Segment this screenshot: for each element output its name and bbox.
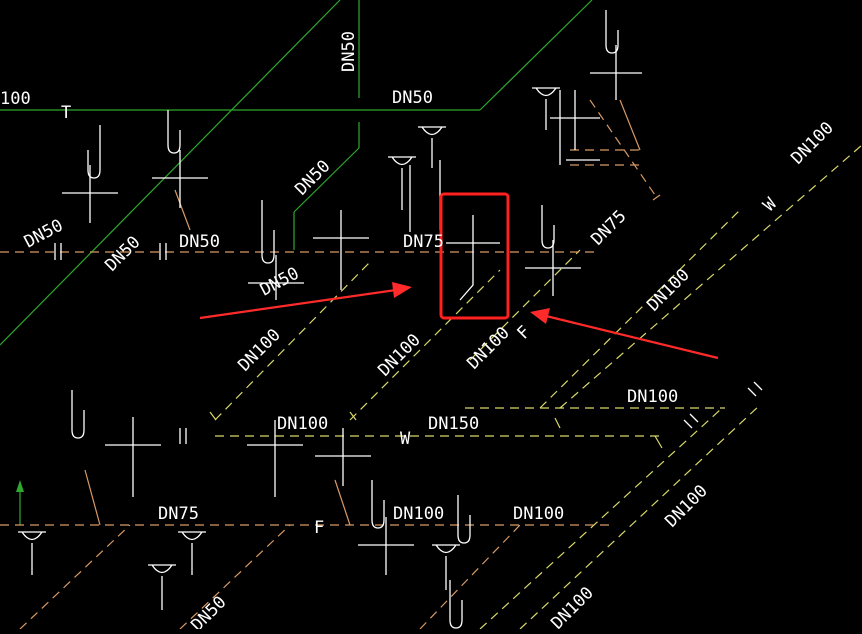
label-dn100-edge: 100 (0, 89, 31, 109)
arrow-left-head (392, 282, 412, 298)
trap-9 (449, 580, 463, 629)
drain-1 (418, 126, 446, 168)
yellow-diag-1 (214, 261, 371, 421)
pipe-markers (209, 194, 663, 449)
drain-5 (178, 531, 206, 575)
trap-5 (605, 10, 619, 54)
label-w-lower: W (400, 429, 411, 449)
trap-6 (71, 390, 85, 439)
label-dn50-center: DN50 (179, 232, 220, 252)
arrow-right-shaft (545, 314, 719, 360)
label-dn50-vertical: DN50 (339, 31, 359, 72)
trap-3 (261, 200, 275, 264)
yellow-pipes (214, 144, 862, 630)
label-dn100-diag-mid: DN100 (374, 330, 424, 380)
cleanout-5 (747, 381, 763, 397)
green-diagonal-top-right (479, 0, 593, 111)
label-dn150: DN150 (428, 414, 479, 434)
trap-7 (371, 480, 385, 529)
label-dn100-lower-left: DN100 (277, 414, 328, 434)
label-dn100-bottom-edge: DN100 (547, 583, 597, 629)
cleanout-2 (54, 243, 62, 260)
yellow-diag-3 (469, 249, 581, 361)
cross-fixture-1 (62, 165, 118, 223)
annotations (199, 192, 719, 360)
orange-pipes (0, 99, 656, 630)
label-dn75-center: DN75 (403, 232, 444, 252)
cross-fixture-4 (248, 255, 304, 300)
green-pipes (0, 0, 593, 525)
highlight-box (439, 192, 510, 320)
cross-fixture-10 (315, 428, 371, 486)
green-diagonal-long (0, 0, 341, 346)
drain-7 (432, 544, 460, 590)
green-arrow-icon (16, 480, 24, 492)
label-dn100-bottom-right: DN100 (513, 504, 564, 524)
cross-fixture-3 (313, 210, 369, 290)
cross-fixture-highlighted (446, 215, 500, 301)
label-dn50-left: DN50 (21, 216, 67, 253)
label-dn75-bottom: DN75 (158, 504, 199, 524)
arrow-left-shaft (199, 288, 397, 320)
drain-6 (148, 564, 176, 610)
label-dn100-diag-bottom-right: DN100 (661, 481, 711, 531)
marker-2 (209, 411, 663, 449)
yellow-diag-long (559, 144, 862, 409)
cleanout-4 (683, 413, 699, 429)
orange-diag-top-right (589, 99, 656, 196)
label-dn50-top: DN50 (392, 88, 433, 108)
trap-8 (457, 495, 471, 544)
yellow-diag-lower (479, 409, 721, 630)
label-dn100-branch: DN100 (627, 387, 678, 407)
label-dn50-bottom-edge: DN50 (187, 592, 230, 629)
drain-3 (532, 87, 560, 130)
orange-diag-mid (179, 524, 291, 630)
label-dn100-diag-right: DN100 (643, 265, 693, 315)
orange-slant-4 (334, 479, 351, 526)
cross-fixture-8 (105, 417, 161, 497)
label-dn50-fixture: DN50 (257, 264, 303, 301)
orange-diag-left (19, 524, 131, 630)
pipe-labels: 100 DN50 DN50 T DN50 DN50 DN50 DN50 DN50… (0, 31, 838, 634)
cross-fixture-2 (152, 150, 208, 208)
white-fixtures (18, 10, 763, 629)
label-w-top-right: W (759, 194, 781, 216)
trap-4 (541, 205, 555, 249)
cross-fixture-5 (525, 240, 581, 296)
label-dn50-lower-left: DN50 (101, 232, 144, 275)
label-tee-t: T (61, 103, 71, 123)
yellow-diag-2 (349, 269, 501, 421)
drain-4 (18, 531, 46, 575)
label-f-marker: F (513, 322, 534, 343)
orange-diag-right (419, 524, 521, 630)
arrow-right-head (530, 308, 550, 324)
drain-2 (388, 156, 416, 210)
label-dn100-diag-box: DN100 (463, 323, 513, 373)
cross-fixture-9 (247, 420, 303, 497)
label-dn100-bottom-mid: DN100 (393, 504, 444, 524)
cross-fixture-7 (590, 45, 642, 100)
label-dn100-diag-left: DN100 (234, 325, 284, 375)
cross-fixture-11 (358, 517, 414, 575)
cleanout-3 (179, 428, 187, 444)
trap-1 (87, 125, 101, 179)
cross-fixture-6 (550, 90, 600, 150)
green-branch (293, 147, 360, 213)
yellow-diag-4 (539, 209, 741, 409)
label-f-bottom: F (314, 518, 324, 538)
label-dn100-top-right: DN100 (787, 118, 837, 168)
cleanout-1 (159, 243, 167, 260)
marker-1 (652, 194, 661, 201)
orange-slant-1 (619, 99, 641, 151)
yellow-diag-bottom (519, 404, 761, 630)
orange-slant-3 (84, 469, 101, 526)
trap-2 (167, 110, 181, 154)
orange-slant-2 (174, 189, 191, 231)
label-dn75-right: DN75 (587, 206, 630, 249)
